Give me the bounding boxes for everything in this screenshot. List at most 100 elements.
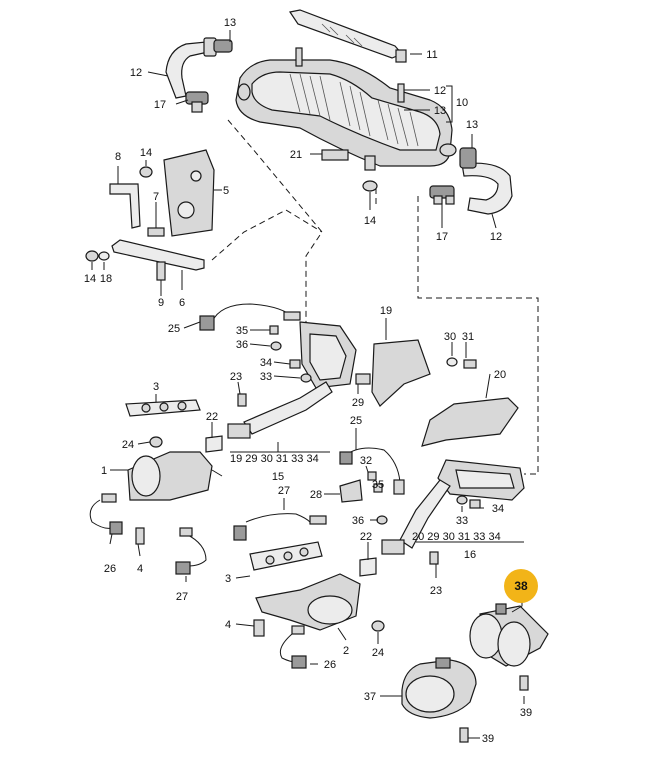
tailpipe-37 bbox=[401, 657, 477, 719]
callout-24-top[interactable]: 24 bbox=[122, 439, 134, 451]
bolt-4-lower bbox=[253, 619, 265, 637]
callout-row-15[interactable]: 19 29 30 31 33 34 bbox=[230, 453, 319, 465]
callout-28[interactable]: 28 bbox=[310, 489, 322, 501]
leader-lines bbox=[91, 30, 525, 739]
callout-14-lower[interactable]: 14 bbox=[84, 273, 96, 285]
bolt-4-top bbox=[135, 527, 145, 545]
nut-33-top bbox=[300, 373, 312, 383]
callout-19[interactable]: 19 bbox=[380, 305, 392, 317]
callout-36-mid[interactable]: 36 bbox=[352, 515, 364, 527]
manifold-1 bbox=[127, 451, 213, 501]
callout-7[interactable]: 7 bbox=[153, 191, 159, 203]
callout-14-bracket[interactable]: 14 bbox=[140, 147, 152, 159]
callout-18[interactable]: 18 bbox=[100, 273, 112, 285]
callout-3-top[interactable]: 3 bbox=[153, 381, 159, 393]
sensor-27-top bbox=[233, 513, 327, 541]
callout-22-lower[interactable]: 22 bbox=[360, 531, 372, 543]
clip-29 bbox=[355, 373, 371, 385]
sensor-27-lower bbox=[175, 527, 207, 575]
callout-33-top[interactable]: 33 bbox=[260, 371, 272, 383]
callout-26-lower[interactable]: 26 bbox=[324, 659, 336, 671]
callout-21[interactable]: 21 bbox=[290, 149, 302, 161]
callout-27-lower[interactable]: 27 bbox=[176, 591, 188, 603]
nut-36-mid bbox=[376, 515, 388, 525]
callout-24-lower[interactable]: 24 bbox=[372, 647, 384, 659]
callout-12-muffler[interactable]: 12 bbox=[434, 85, 446, 97]
clip-7 bbox=[147, 227, 165, 237]
sensor-25-top bbox=[199, 303, 301, 331]
callout-39-lower[interactable]: 39 bbox=[482, 733, 494, 745]
callout-10[interactable]: 10 bbox=[456, 97, 468, 109]
callout-14-muffler[interactable]: 14 bbox=[364, 215, 376, 227]
callout-32[interactable]: 32 bbox=[360, 455, 372, 467]
callout-25-mid[interactable]: 25 bbox=[350, 415, 362, 427]
callout-38[interactable]: 38 bbox=[514, 579, 528, 593]
nut-14-lower bbox=[85, 250, 99, 262]
callout-row-16[interactable]: 20 29 30 31 33 34 bbox=[412, 531, 501, 543]
callout-17-left[interactable]: 17 bbox=[154, 99, 166, 111]
callout-2[interactable]: 2 bbox=[343, 645, 349, 657]
bolt-34-top bbox=[289, 359, 301, 369]
tailpipe-38 bbox=[469, 603, 549, 667]
callout-20[interactable]: 20 bbox=[494, 369, 506, 381]
heat-shield-19 bbox=[371, 339, 431, 407]
callout-27-top[interactable]: 27 bbox=[278, 485, 290, 497]
bracket-11 bbox=[289, 9, 407, 63]
bolt-23-top bbox=[237, 393, 247, 407]
callout-11[interactable]: 11 bbox=[426, 49, 437, 61]
callout-13-right[interactable]: 13 bbox=[466, 119, 478, 131]
bolt-39-lower bbox=[459, 727, 469, 743]
bolt-31 bbox=[463, 359, 477, 369]
manifold-gasket-3-top bbox=[125, 399, 201, 417]
callout-6[interactable]: 6 bbox=[179, 297, 185, 309]
callout-3-lower[interactable]: 3 bbox=[225, 573, 231, 585]
rear-muffler-10 bbox=[235, 47, 457, 171]
callout-39-right[interactable]: 39 bbox=[520, 707, 532, 719]
callout-34-top[interactable]: 34 bbox=[260, 357, 272, 369]
manifold-gasket-3-lower bbox=[249, 541, 323, 571]
callout-33-mid[interactable]: 33 bbox=[456, 515, 468, 527]
callout-34-mid[interactable]: 34 bbox=[492, 503, 504, 515]
bracket-8 bbox=[109, 183, 141, 229]
nut-33-mid bbox=[456, 495, 468, 505]
callout-12-right[interactable]: 12 bbox=[490, 231, 502, 243]
bracket-21 bbox=[321, 149, 349, 161]
callout-23-top[interactable]: 23 bbox=[230, 371, 242, 383]
callout-35-mid[interactable]: 35 bbox=[372, 479, 384, 491]
callout-8[interactable]: 8 bbox=[115, 151, 121, 163]
callout-17-right[interactable]: 17 bbox=[436, 231, 448, 243]
callout-22-top[interactable]: 22 bbox=[206, 411, 218, 423]
clamp-13-top bbox=[213, 39, 233, 53]
callout-13-top[interactable]: 13 bbox=[224, 17, 236, 29]
callout-15[interactable]: 15 bbox=[272, 471, 284, 483]
callout-31[interactable]: 31 bbox=[462, 331, 474, 343]
callout-9[interactable]: 9 bbox=[158, 297, 164, 309]
bolt-35-top bbox=[269, 325, 279, 335]
callout-5[interactable]: 5 bbox=[223, 185, 229, 197]
bolt-34-mid bbox=[469, 499, 481, 509]
callout-26-top[interactable]: 26 bbox=[104, 563, 116, 575]
callout-16[interactable]: 16 bbox=[464, 549, 476, 561]
callout-13-muffler[interactable]: 13 bbox=[434, 105, 446, 117]
nut-14-muffler bbox=[362, 180, 378, 192]
assembly-dashed-lines bbox=[211, 119, 539, 475]
callout-12-left[interactable]: 12 bbox=[130, 67, 142, 79]
callout-37[interactable]: 37 bbox=[364, 691, 376, 703]
callout-1[interactable]: 1 bbox=[101, 465, 107, 477]
callout-29[interactable]: 29 bbox=[352, 397, 364, 409]
callout-35-top[interactable]: 35 bbox=[236, 325, 248, 337]
callout-30[interactable]: 30 bbox=[444, 331, 456, 343]
washer-18 bbox=[98, 251, 110, 261]
callout-23-mid[interactable]: 23 bbox=[430, 585, 442, 597]
catalyst-upper-left bbox=[299, 321, 357, 389]
callout-4-lower[interactable]: 4 bbox=[225, 619, 231, 631]
bolt-39-right bbox=[519, 675, 529, 691]
heat-shield-20 bbox=[421, 397, 519, 447]
nut-36-top bbox=[270, 341, 282, 351]
clamp-17-right bbox=[429, 185, 455, 205]
callout-4-top[interactable]: 4 bbox=[137, 563, 143, 575]
callout-25-top[interactable]: 25 bbox=[168, 323, 180, 335]
hose-12-left bbox=[165, 37, 217, 99]
callout-36-top[interactable]: 36 bbox=[236, 339, 248, 351]
